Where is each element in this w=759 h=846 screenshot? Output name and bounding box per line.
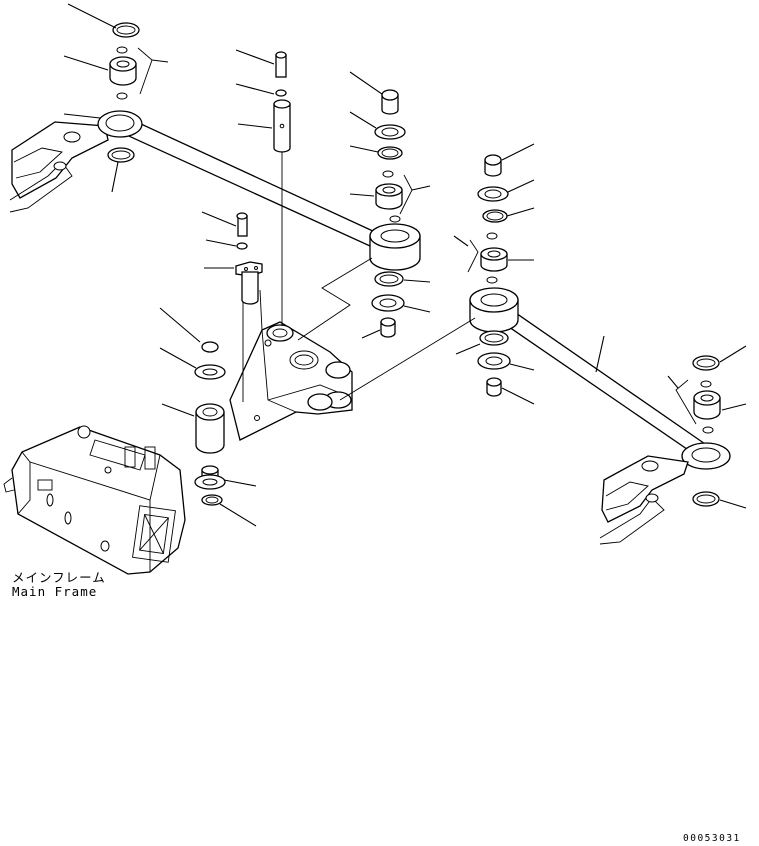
- right-stack-parts: [467, 154, 511, 397]
- main-frame-label-en: Main Frame: [12, 584, 98, 599]
- center-pivot-boss: [195, 324, 294, 454]
- steering-bracket: [229, 321, 353, 441]
- right-end-parts: [675, 355, 721, 507]
- left-pivot-parts: [194, 341, 226, 506]
- document-id: 00053031: [683, 833, 741, 844]
- upper-left-parts: [107, 22, 153, 163]
- right-tie-rod: [469, 287, 731, 470]
- left-pin-stack: [235, 212, 263, 305]
- middle-stack-parts: [371, 89, 413, 338]
- left-arm: [9, 121, 109, 213]
- main-frame-label-jp: メインフレーム: [12, 570, 106, 585]
- right-arm: [599, 455, 689, 545]
- center-pin-stack: [273, 51, 291, 153]
- leader-lines: [63, 3, 747, 527]
- assembly-lines: [242, 150, 476, 402]
- upper-tie-rod: [97, 110, 421, 271]
- main-frame: [3, 425, 186, 575]
